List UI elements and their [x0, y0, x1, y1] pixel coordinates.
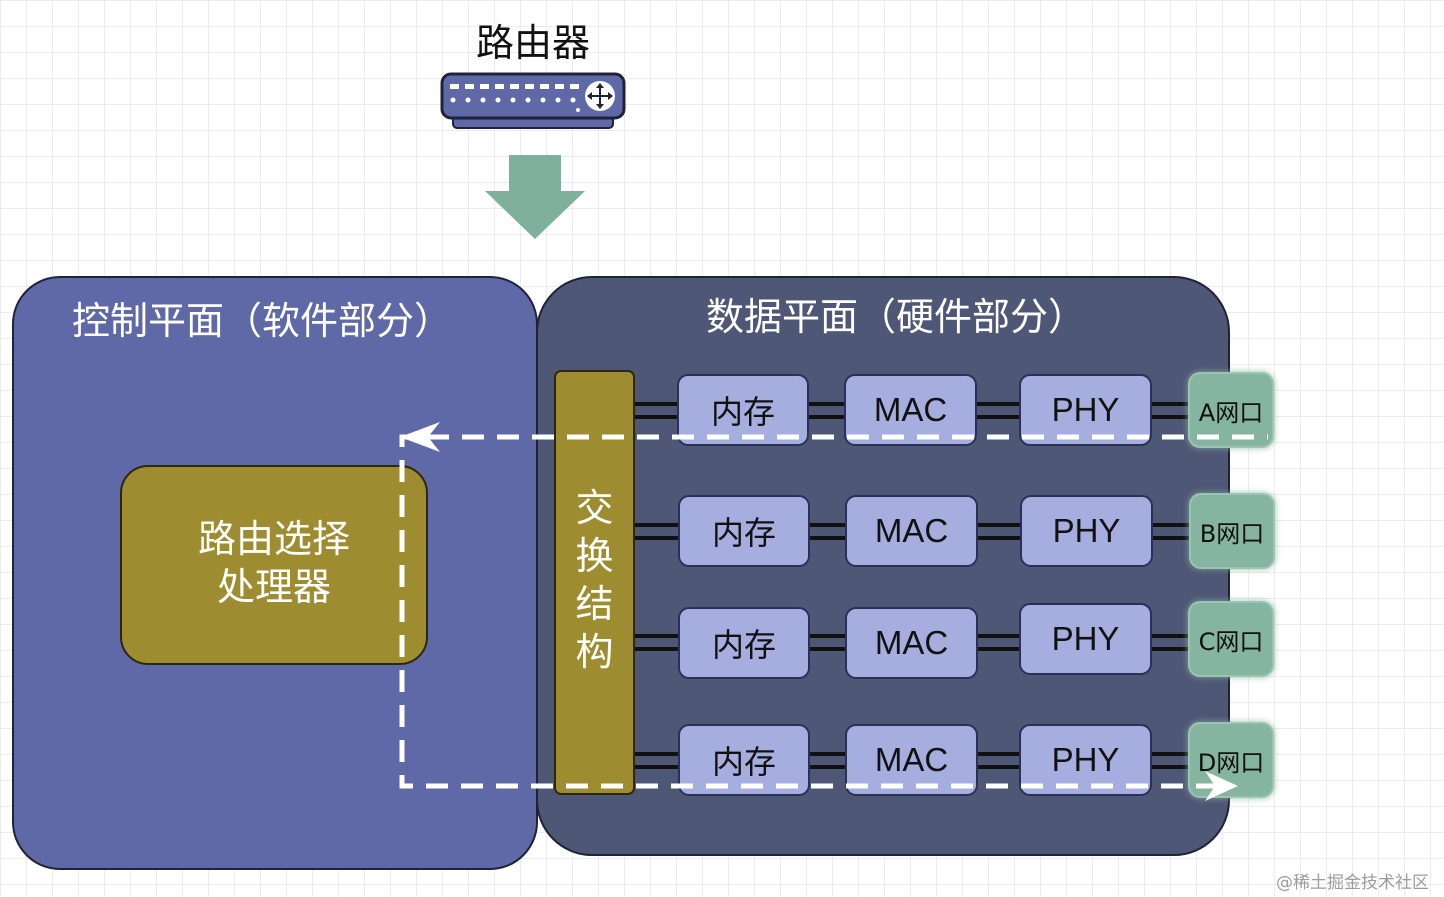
router-icon	[440, 72, 626, 129]
mac-box-a: MAC	[844, 374, 977, 446]
down-arrow-icon	[485, 155, 585, 239]
fabric-char: 换	[575, 534, 614, 578]
data-plane-title: 数据平面（硬件部分）	[706, 295, 1087, 339]
processor-label-line2: 处理器	[216, 565, 331, 609]
switch-fabric-label: 交 换 结 构	[554, 484, 635, 676]
port-a: A网口	[1190, 374, 1272, 446]
mac-box-b: MAC	[845, 495, 978, 567]
watermark: @稀土掘金技术社区	[1276, 873, 1429, 893]
control-plane-title: 控制平面（软件部分）	[72, 299, 453, 343]
mac-box-c: MAC	[845, 607, 978, 679]
phy-box-c: PHY	[1019, 603, 1152, 675]
router-title: 路由器	[475, 21, 590, 65]
switch-fabric	[554, 370, 635, 795]
fabric-char: 交	[575, 486, 614, 530]
routing-processor	[120, 465, 428, 665]
routing-processor-label: 路由选择 处理器	[120, 515, 428, 611]
port-b: B网口	[1191, 495, 1273, 567]
memory-box-c: 内存	[678, 607, 810, 679]
processor-label-line1: 路由选择	[197, 517, 350, 561]
phy-box-a: PHY	[1019, 374, 1152, 446]
port-c: C网口	[1190, 603, 1272, 675]
fabric-char: 结	[575, 582, 614, 626]
memory-box-a: 内存	[677, 374, 809, 446]
phy-box-b: PHY	[1020, 495, 1153, 567]
memory-box-b: 内存	[678, 495, 810, 567]
fabric-char: 构	[575, 630, 614, 674]
